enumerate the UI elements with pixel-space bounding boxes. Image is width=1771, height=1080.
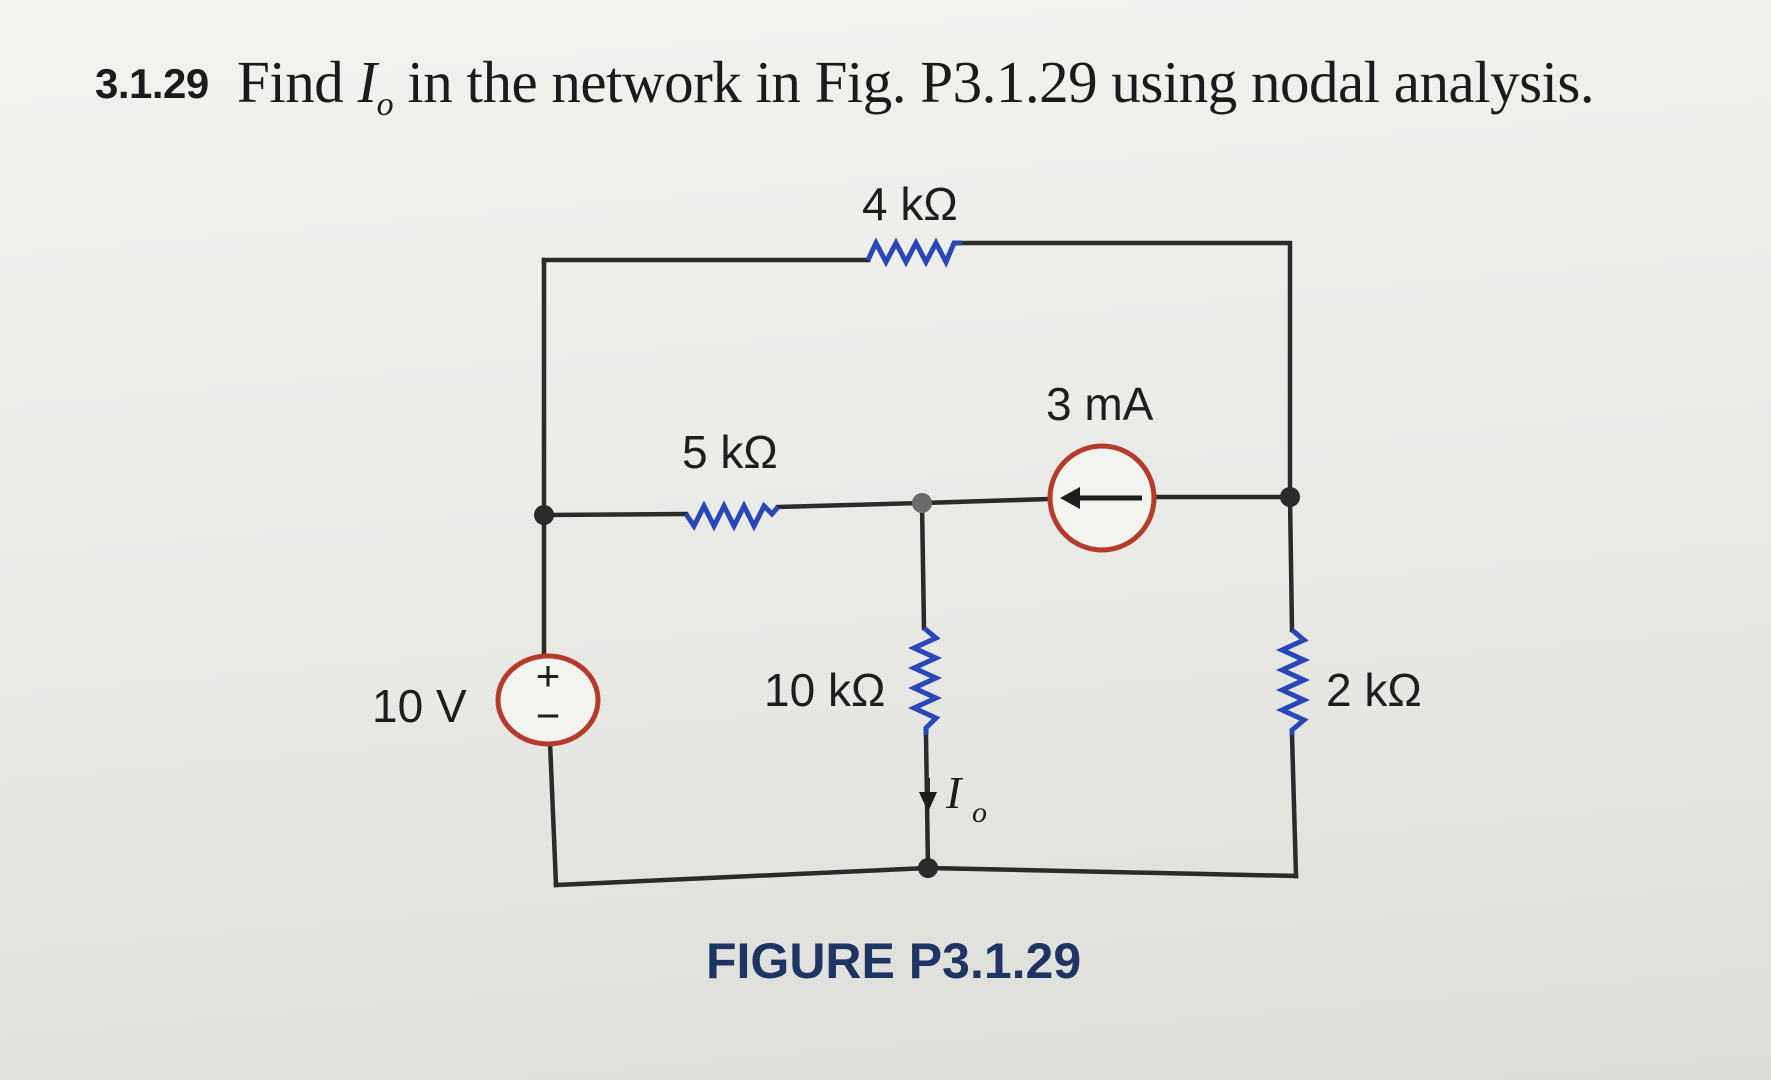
voltage-source-minus: − (536, 692, 561, 739)
resistor-2k-label: 2 kΩ (1326, 664, 1422, 716)
wire-left-lower (547, 739, 559, 888)
problem-variable: I (357, 49, 378, 115)
wire-right-upper (1287, 494, 1295, 633)
wire-mid-center (775, 500, 925, 510)
node-left (534, 505, 554, 525)
current-io-label: I (945, 767, 964, 818)
voltage-source: + − (495, 652, 601, 747)
circuit-wires (541, 240, 1299, 888)
wire-right-lower (1289, 732, 1299, 879)
wire-mid-vertical-upper (919, 500, 927, 631)
down-arrow-icon (919, 792, 937, 812)
voltage-source-plus: + (536, 652, 561, 699)
problem-text-after: in the network in Fig. P3.1.29 using nod… (407, 49, 1595, 115)
current-source (1047, 443, 1157, 553)
current-io-subscript: o (972, 796, 987, 829)
resistor-4k (865, 237, 962, 268)
current-io-indicator (919, 778, 937, 812)
resistor-2k (1275, 628, 1311, 735)
wire-top-left (541, 257, 871, 265)
node-bottom (918, 858, 938, 878)
voltage-source-circle (495, 653, 601, 747)
resistor-5k (683, 500, 780, 532)
resistor-5k-label: 5 kΩ (682, 426, 778, 478)
wire-top-right (959, 240, 1293, 500)
node-right (1280, 487, 1300, 507)
left-arrow-icon (1060, 487, 1080, 509)
resistor-10k-label: 10 kΩ (764, 664, 885, 716)
problem-subscript: o (376, 85, 394, 123)
voltage-source-label: 10 V (372, 680, 467, 732)
figure-caption: FIGURE P3.1.29 (706, 933, 1081, 989)
node-middle (912, 493, 932, 513)
problem-statement: 3.1.29 Find Io in the network in Fig. P3… (95, 48, 1595, 124)
resistor-4k-label: 4 kΩ (862, 178, 958, 230)
current-source-label: 3 mA (1046, 378, 1154, 430)
problem-text-before: Find (237, 49, 344, 115)
wire-mid-left (541, 511, 689, 518)
wire-mid-to-source (919, 496, 1053, 506)
circuit-nodes (534, 487, 1300, 878)
resistor-10k (907, 626, 943, 735)
problem-number: 3.1.29 (95, 60, 209, 107)
